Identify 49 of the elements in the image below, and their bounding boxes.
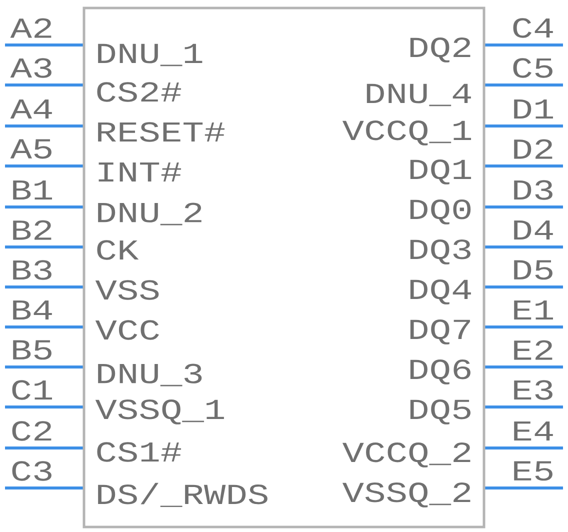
pin-number: B5 <box>13 340 52 360</box>
pin-name: DNU_2 <box>98 202 202 226</box>
pin-name: DNU_3 <box>98 364 202 386</box>
pin-name: CS2# <box>97 82 182 102</box>
pin-name: INT# <box>98 162 182 182</box>
pin-number: D5 <box>514 260 552 280</box>
pin-name: VCC <box>95 320 159 340</box>
pin-name: VSSQ_2 <box>342 482 470 508</box>
pin-number: E2 <box>514 340 552 360</box>
pin-number: B4 <box>13 300 52 320</box>
pin-name: DQ3 <box>410 240 470 264</box>
pin-name: DQ7 <box>410 320 470 344</box>
pin-number: B2 <box>13 220 52 240</box>
pin-number: E5 <box>514 461 552 481</box>
pin-name: DQ4 <box>410 280 471 304</box>
pin-number: D2 <box>514 139 552 159</box>
pin-name: DQ1 <box>410 160 472 184</box>
pin-number: C5 <box>513 58 552 78</box>
pin-number: A2 <box>10 18 52 38</box>
pin-name: VSSQ_1 <box>95 400 224 424</box>
pin-name: DNU_1 <box>98 44 202 66</box>
pin-name: VSS <box>95 280 159 300</box>
pin-number: D4 <box>514 220 553 240</box>
pin-name: RESET# <box>98 122 225 142</box>
pin-name: DQ6 <box>410 360 470 384</box>
pin-name: DNU_4 <box>366 84 471 106</box>
pin-number: C2 <box>12 421 52 441</box>
pin-number: D1 <box>514 99 553 119</box>
pin-number: A3 <box>10 58 52 78</box>
pin-number: E3 <box>514 380 552 400</box>
pin-number: A4 <box>10 99 52 119</box>
pin-name: VCCQ_1 <box>342 120 472 146</box>
pin-number: B1 <box>13 180 52 200</box>
chip-body <box>82 6 486 528</box>
pin-number: D3 <box>514 180 552 200</box>
pin-name: DQ5 <box>410 400 470 424</box>
pin-name: DQ0 <box>410 200 471 224</box>
pin-name: CS1# <box>97 442 182 462</box>
pin-name: CK <box>97 240 139 260</box>
pin-number: B3 <box>13 260 52 280</box>
pin-name: DQ2 <box>410 38 470 62</box>
pin-number: E4 <box>514 421 553 441</box>
pin-number: E1 <box>514 300 553 320</box>
pin-number: C3 <box>12 461 52 481</box>
pin-number: C4 <box>513 18 553 38</box>
pin-number: A5 <box>10 139 52 159</box>
pin-name: VCCQ_2 <box>342 442 470 468</box>
pin-number: C1 <box>12 380 52 400</box>
pin-name: DS/_RWDS <box>98 482 268 508</box>
